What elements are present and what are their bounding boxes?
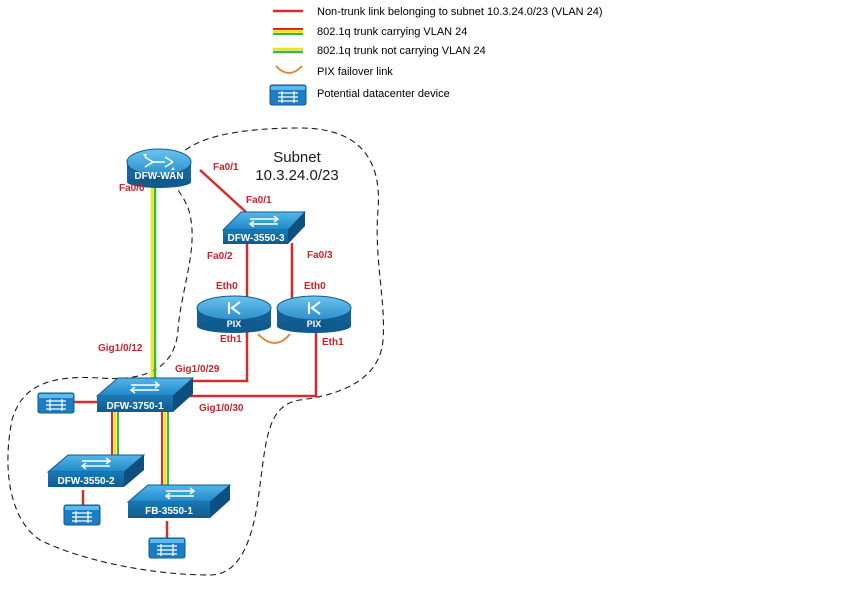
switch-dfw-3750-1[interactable]: DFW-3750-1: [95, 377, 195, 412]
port-pixb-eth0: Eth0: [304, 281, 326, 292]
legend-datacenter-icon: [269, 84, 307, 106]
router-dfw-wan-label: DFW-WAN: [134, 171, 183, 182]
datacenter-device-icon[interactable]: [148, 537, 186, 559]
legend-failover-swatch: [275, 65, 303, 74]
link-3750-fb-3550-1-trunk: [161, 412, 169, 486]
link-wan-3550-3: [199, 169, 247, 213]
router-dfw-wan[interactable]: DFW-WAN: [126, 148, 192, 188]
legend-nontrunk-label: Non-trunk link belonging to subnet 10.3.…: [317, 6, 603, 18]
legend-failover-label: PIX failover link: [317, 66, 393, 78]
subnet-address: 10.3.24.0/23: [255, 167, 338, 184]
link-pix-a-3750: [170, 332, 249, 383]
legend-datacenter-label: Potential datacenter device: [317, 88, 450, 100]
firewall-pix-a[interactable]: PIX: [196, 295, 272, 333]
switch-fb-3550-1-label: FB-3550-1: [145, 506, 193, 517]
legend-trunk-no-vlan24-label: 802.1q trunk not carrying VLAN 24: [317, 45, 486, 57]
link-pix-b-3750: [178, 332, 318, 398]
firewall-pix-b-label: PIX: [307, 319, 322, 329]
datacenter-device-icon[interactable]: [63, 504, 101, 526]
switch-dfw-3550-2-label: DFW-3550-2: [57, 476, 114, 487]
link-3750-3550-2-trunk: [111, 412, 119, 460]
port-wan-fa00: Fa0/0: [119, 183, 145, 194]
link-pix-failover: [257, 333, 291, 344]
switch-dfw-3750-1-label: DFW-3750-1: [106, 401, 163, 412]
switch-dfw-3550-3[interactable]: DFW-3550-3: [221, 211, 307, 244]
legend-trunk-no-vlan24-swatch: [273, 47, 303, 54]
firewall-pix-b[interactable]: PIX: [276, 295, 352, 333]
port-pixa-eth0: Eth0: [216, 281, 238, 292]
port-pixa-eth1: Eth1: [220, 334, 242, 345]
switch-dfw-3550-2[interactable]: DFW-3550-2: [46, 454, 146, 487]
legend-trunk-vlan24-swatch: [273, 28, 303, 35]
port-pixb-eth1: Eth1: [322, 337, 344, 348]
port-sw3-fa02: Fa0/2: [207, 251, 233, 262]
port-3750-gig30: Gig1/0/30: [199, 403, 244, 414]
datacenter-device-icon[interactable]: [37, 392, 75, 414]
port-3750-gig29: Gig1/0/29: [175, 364, 220, 375]
port-sw3-fa03: Fa0/3: [307, 250, 333, 261]
subnet-boundary: [7, 127, 385, 576]
link-wan-3750-trunk: [150, 187, 157, 384]
firewall-pix-a-label: PIX: [227, 319, 242, 329]
legend-trunk-vlan24-label: 802.1q trunk carrying VLAN 24: [317, 26, 467, 38]
legend: Non-trunk link belonging to subnet 10.3.…: [269, 6, 603, 106]
switch-fb-3550-1[interactable]: FB-3550-1: [126, 484, 232, 518]
port-sw3-fa01: Fa0/1: [246, 195, 272, 206]
subnet-title: Subnet: [273, 149, 321, 166]
port-wan-fa01: Fa0/1: [213, 162, 239, 173]
port-3750-gig12: Gig1/0/12: [98, 343, 143, 354]
switch-dfw-3550-3-label: DFW-3550-3: [227, 233, 284, 244]
